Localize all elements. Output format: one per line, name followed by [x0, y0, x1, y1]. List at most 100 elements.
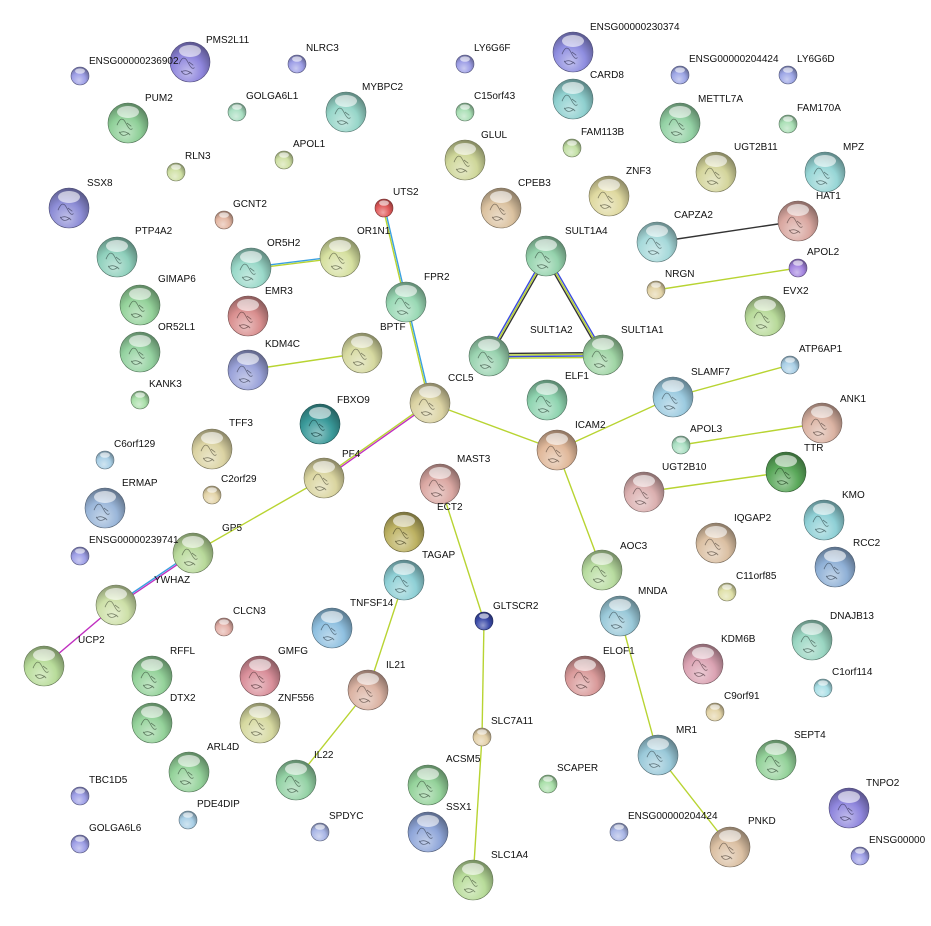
- edge-icam2-aoc3[interactable]: [556, 449, 603, 571]
- node-ly6g6f[interactable]: LY6G6F: [455, 43, 511, 74]
- node-c1orf114[interactable]: C1orf114: [813, 667, 873, 698]
- node-ugt2b10[interactable]: UGT2B10: [623, 462, 707, 513]
- node-slamf7[interactable]: SLAMF7: [652, 367, 730, 418]
- node-clcn3[interactable]: CLCN3: [214, 606, 266, 637]
- node-sept4[interactable]: SEPT4: [755, 730, 826, 781]
- node-spdyc[interactable]: SPDYC: [310, 811, 363, 842]
- node-kdm4c[interactable]: KDM4C: [227, 339, 300, 391]
- node-or5h2[interactable]: OR5H2: [230, 238, 301, 289]
- node-gmfg[interactable]: GMFG: [239, 646, 308, 697]
- node-ptp4a2[interactable]: PTP4A2: [96, 226, 173, 278]
- node-mast3[interactable]: MAST3: [419, 454, 491, 505]
- node-dnajb13[interactable]: DNAJB13: [791, 611, 874, 661]
- edge-ugt2b10-ttr[interactable]: [643, 471, 787, 493]
- node-ttr[interactable]: TTR: [765, 443, 823, 493]
- node-il22[interactable]: IL22: [275, 750, 334, 801]
- node-elof1[interactable]: ELOF1: [564, 646, 635, 697]
- node-slc7a11[interactable]: SLC7A11: [472, 716, 534, 747]
- edge-pf4-gp5[interactable]: [192, 477, 325, 554]
- node-ank1[interactable]: ANK1: [801, 394, 867, 444]
- node-kmo[interactable]: KMO: [803, 490, 865, 541]
- node-ywhaz[interactable]: YWHAZ: [95, 575, 190, 626]
- node-slc1a4[interactable]: SLC1A4: [452, 850, 529, 901]
- node-c2orf29[interactable]: C2orf29: [202, 474, 257, 505]
- node-pms2l11[interactable]: PMS2L11: [169, 35, 250, 83]
- node-gp5[interactable]: GP5: [172, 523, 242, 574]
- node-bptf[interactable]: BPTF: [341, 322, 406, 374]
- node-pf4[interactable]: PF4: [303, 449, 361, 499]
- node-ect2[interactable]: ECT2: [383, 502, 463, 553]
- node-rffl[interactable]: RFFL: [131, 646, 195, 697]
- node-tff3[interactable]: TFF3: [191, 418, 253, 470]
- node-sult1a2[interactable]: SULT1A2: [468, 325, 573, 377]
- node-pde4dip[interactable]: PDE4DIP: [178, 799, 240, 830]
- edge-slc7a11-slc1a4[interactable]: [472, 736, 483, 881]
- node-ensg00000230374[interactable]: ENSG00000230374: [552, 22, 680, 73]
- node-golga6l1[interactable]: GOLGA6L1: [227, 91, 299, 122]
- node-gltscr2[interactable]: GLTSCR2: [474, 601, 539, 631]
- node-arl4d[interactable]: ARL4D: [168, 742, 239, 793]
- node-glul[interactable]: GLUL: [444, 130, 508, 181]
- node-fam170a[interactable]: FAM170A: [778, 103, 841, 134]
- node-fpr2[interactable]: FPR2: [385, 272, 450, 323]
- node-c6orf129[interactable]: C6orf129: [95, 439, 156, 470]
- node-cpeb3[interactable]: CPEB3: [480, 178, 551, 229]
- node-nrgn[interactable]: NRGN: [646, 269, 694, 300]
- edge-mnda-mr1[interactable]: [619, 615, 659, 756]
- node-mybpc2[interactable]: MYBPC2: [325, 82, 404, 133]
- node-atp6ap1[interactable]: ATP6AP1: [780, 344, 843, 375]
- node-ssx1[interactable]: SSX1: [407, 802, 472, 853]
- node-fam113b[interactable]: FAM113B: [562, 127, 624, 158]
- node-ermap[interactable]: ERMAP: [84, 478, 158, 529]
- node-rcc2[interactable]: RCC2: [814, 538, 881, 588]
- node-or1n1[interactable]: OR1N1: [319, 226, 391, 278]
- node-kdm6b[interactable]: KDM6B: [682, 634, 756, 685]
- node-c9orf91[interactable]: C9orf91: [705, 691, 760, 722]
- node-card8[interactable]: CARD8: [552, 70, 624, 120]
- node-c15orf43[interactable]: C15orf43: [455, 91, 516, 122]
- node-mpz[interactable]: MPZ: [804, 142, 864, 193]
- node-elf1[interactable]: ELF1: [526, 371, 589, 421]
- edge-ccl5-icam2[interactable]: [429, 402, 558, 451]
- edge-apol3-ank1[interactable]: [680, 422, 823, 446]
- node-ucp2[interactable]: UCP2: [23, 635, 105, 687]
- node-nlrc3[interactable]: NLRC3: [287, 43, 339, 74]
- node-emr3[interactable]: EMR3: [227, 286, 293, 337]
- node-sult1a4[interactable]: SULT1A4: [525, 226, 608, 277]
- node-c11orf85[interactable]: C11orf85: [717, 571, 777, 602]
- node-evx2[interactable]: EVX2: [744, 286, 809, 337]
- node-apol2[interactable]: APOL2: [788, 247, 840, 278]
- node-tnpo2[interactable]: TNPO2: [828, 778, 900, 829]
- node-apol3[interactable]: APOL3: [671, 424, 723, 455]
- node-aoc3[interactable]: AOC3: [581, 541, 648, 591]
- node-fbxo9[interactable]: FBXO9: [299, 395, 370, 445]
- edge-mast3-gltscr2[interactable]: [439, 483, 485, 622]
- node-ensg00000204424a[interactable]: ENSG00000204424: [670, 54, 779, 85]
- node-ugt2b11[interactable]: UGT2B11: [695, 142, 778, 193]
- node-tnfsf14[interactable]: TNFSF14: [311, 598, 394, 649]
- node-ensg00000236902[interactable]: ENSG00000236902: [70, 56, 179, 86]
- node-kank3[interactable]: KANK3: [130, 379, 182, 410]
- node-hat1[interactable]: HAT1: [777, 191, 841, 242]
- node-mnda[interactable]: MNDA: [599, 586, 668, 637]
- node-sult1a1[interactable]: SULT1A1: [582, 325, 664, 376]
- node-or52l1[interactable]: OR52L1: [119, 322, 196, 373]
- node-rln3[interactable]: RLN3: [166, 151, 211, 182]
- node-golga6l6[interactable]: GOLGA6L6: [70, 823, 142, 854]
- node-apol1[interactable]: APOL1: [274, 139, 326, 170]
- edge-icam2-slamf7[interactable]: [556, 396, 674, 451]
- node-ly6g6d[interactable]: LY6G6D: [778, 54, 835, 85]
- node-icam2[interactable]: ICAM2: [536, 420, 606, 471]
- edge-capza2-hat1[interactable]: [656, 220, 799, 243]
- node-znf556[interactable]: ZNF556: [239, 693, 315, 744]
- node-iqgap2[interactable]: IQGAP2: [695, 513, 772, 564]
- node-tbc1d5[interactable]: TBC1D5: [70, 775, 128, 806]
- node-gcnt2[interactable]: GCNT2: [214, 199, 267, 230]
- node-il21[interactable]: IL21: [347, 660, 406, 711]
- node-scaper[interactable]: SCAPER: [538, 763, 598, 794]
- node-ensg00000239741[interactable]: ENSG00000239741: [70, 535, 179, 566]
- node-dtx2[interactable]: DTX2: [131, 693, 196, 744]
- node-pnkd[interactable]: PNKD: [709, 816, 776, 868]
- node-tagap[interactable]: TAGAP: [383, 550, 455, 601]
- node-pum2[interactable]: PUM2: [107, 93, 173, 144]
